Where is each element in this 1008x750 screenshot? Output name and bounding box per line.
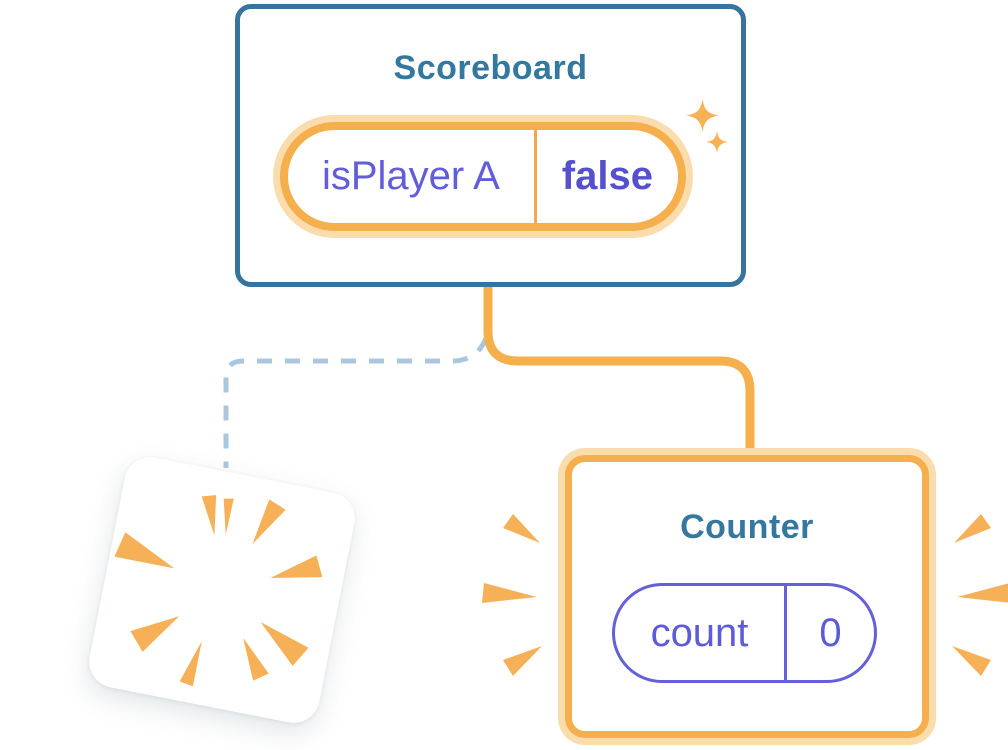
state-name-label: isPlayer A xyxy=(321,154,500,198)
scoreboard-title: Scoreboard xyxy=(393,49,588,87)
poof-rays-icon xyxy=(114,495,323,687)
counter-pill-divider xyxy=(783,586,787,680)
counter-component-card: Counter count 0 xyxy=(565,455,929,738)
counter-state-name-cell: count xyxy=(615,586,784,680)
counter-title: Counter xyxy=(680,508,814,546)
removed-component-poof xyxy=(84,452,360,728)
counter-state-pill: count 0 xyxy=(612,583,877,683)
counter-state-value-cell: 0 xyxy=(787,586,874,680)
connector-counter-line xyxy=(483,284,755,456)
state-name-cell: isPlayer A xyxy=(288,130,534,223)
state-value-label: false xyxy=(561,154,653,198)
connector-removed-dashed-line xyxy=(223,336,489,468)
counter-state-name-label: count xyxy=(650,610,749,655)
counter-state-value-label: 0 xyxy=(819,610,842,655)
emphasis-burst-right-icon xyxy=(952,514,1008,676)
sparkle-large-icon xyxy=(686,99,719,132)
emphasis-burst-left-icon xyxy=(482,514,542,676)
scoreboard-component-card: Scoreboard isPlayer A false xyxy=(235,4,746,287)
scoreboard-state-pill: isPlayer A false xyxy=(280,122,686,231)
state-pill-divider xyxy=(533,130,537,223)
state-value-cell: false xyxy=(537,130,678,223)
sparkle-small-icon xyxy=(706,131,728,153)
